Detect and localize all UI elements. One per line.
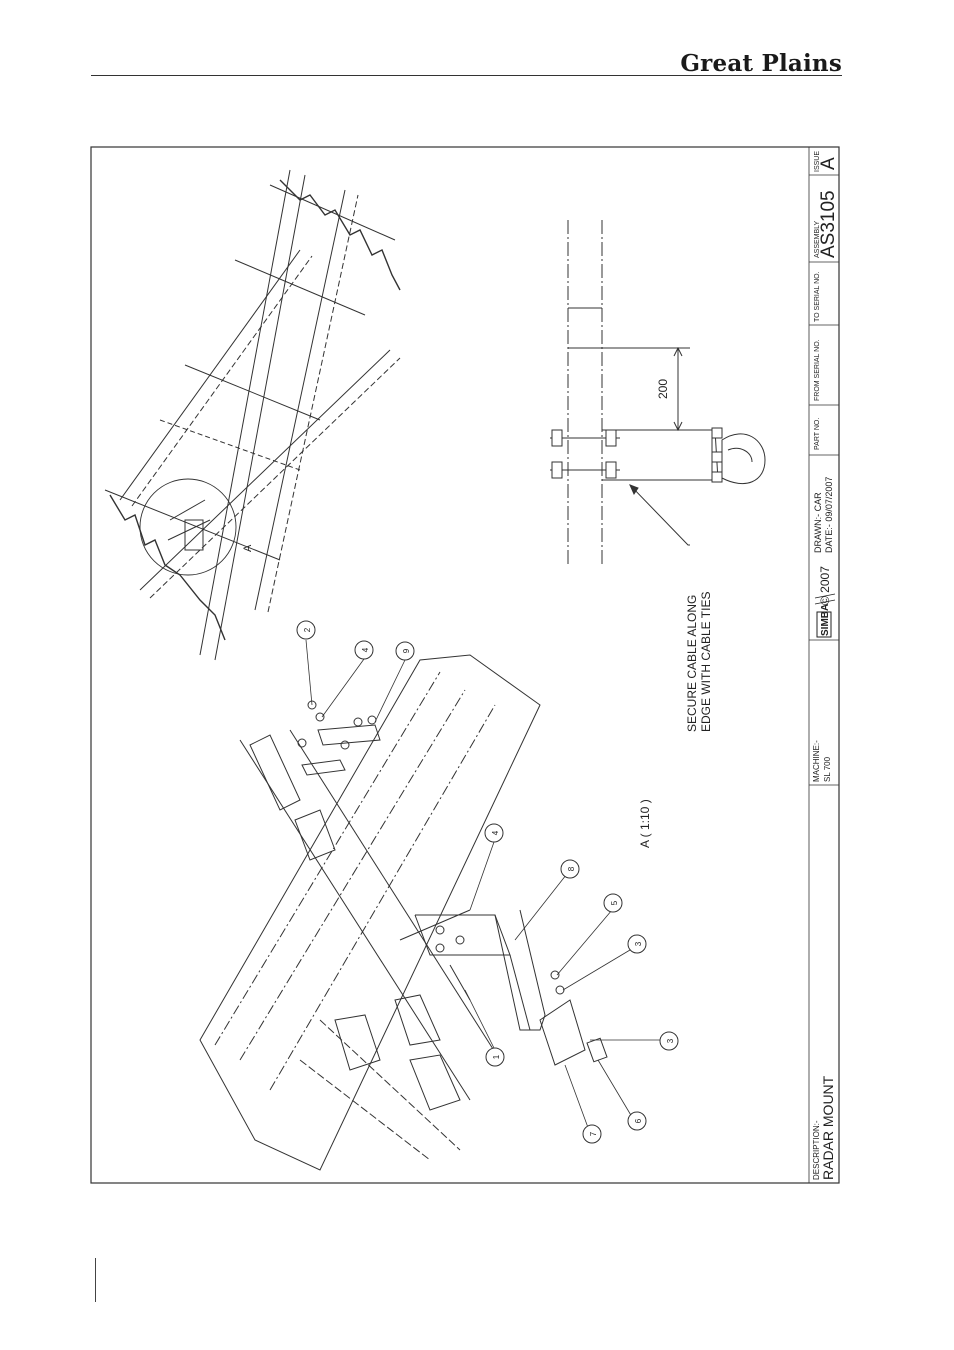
balloon-label: 3 — [666, 1038, 675, 1043]
balloon-label: 9 — [402, 648, 411, 653]
balloon-7: 7 — [583, 1125, 601, 1143]
balloon-9: 9 — [396, 642, 414, 660]
description-value: RADAR MOUNT — [820, 1075, 836, 1180]
balloon-label: 5 — [610, 900, 619, 905]
machine-overview — [105, 170, 400, 660]
balloon-3: 3 — [660, 1032, 678, 1050]
drawn-date: DATE:- 09/07/2007 — [824, 477, 834, 553]
balloon-4: 4 — [485, 824, 503, 842]
balloon-1: 1 — [486, 1048, 504, 1066]
simba-logo-text: SIMBA — [820, 604, 831, 636]
assembly-number: AS3105 — [818, 190, 839, 258]
cable-note-line1: SECURE CABLE ALONG — [685, 595, 699, 732]
balloon-2: 2 — [297, 621, 315, 639]
balloon-label: 1 — [492, 1054, 501, 1059]
detail-view-label: A — [242, 544, 254, 552]
balloon-label: 4 — [491, 830, 500, 835]
machine-value: SL 700 — [823, 756, 832, 782]
balloon-3: 3 — [628, 935, 646, 953]
balloon-8: 8 — [561, 860, 579, 878]
balloon-6: 6 — [628, 1112, 646, 1130]
balloon-label: 4 — [361, 647, 370, 652]
sheet-border — [91, 147, 839, 1183]
detail-scale-label: A ( 1:10 ) — [638, 799, 652, 848]
to-serial-label: TO SERIAL NO. — [814, 271, 821, 322]
from-serial-label: FROM SERIAL NO. — [814, 339, 821, 401]
balloon-label: 6 — [634, 1118, 643, 1123]
balloon-label: 8 — [567, 866, 576, 871]
balloon-5: 5 — [604, 894, 622, 912]
copyright: © 2007 — [818, 566, 832, 605]
cable-note-line2: EDGE WITH CABLE TIES — [699, 592, 713, 732]
balloon-label: 2 — [303, 627, 312, 632]
part-no-label: PART NO. — [814, 418, 821, 450]
drawn-by: DRAWN:- CAR — [813, 492, 823, 553]
balloon-label: 3 — [634, 941, 643, 946]
balloon-4: 4 — [355, 641, 373, 659]
issue-value: A — [818, 157, 839, 170]
machine-label: MACHINE:- — [812, 740, 821, 782]
dimension-label: 200 — [656, 379, 670, 399]
balloon-label: 7 — [589, 1131, 598, 1136]
detail-a-assembly — [200, 655, 607, 1170]
